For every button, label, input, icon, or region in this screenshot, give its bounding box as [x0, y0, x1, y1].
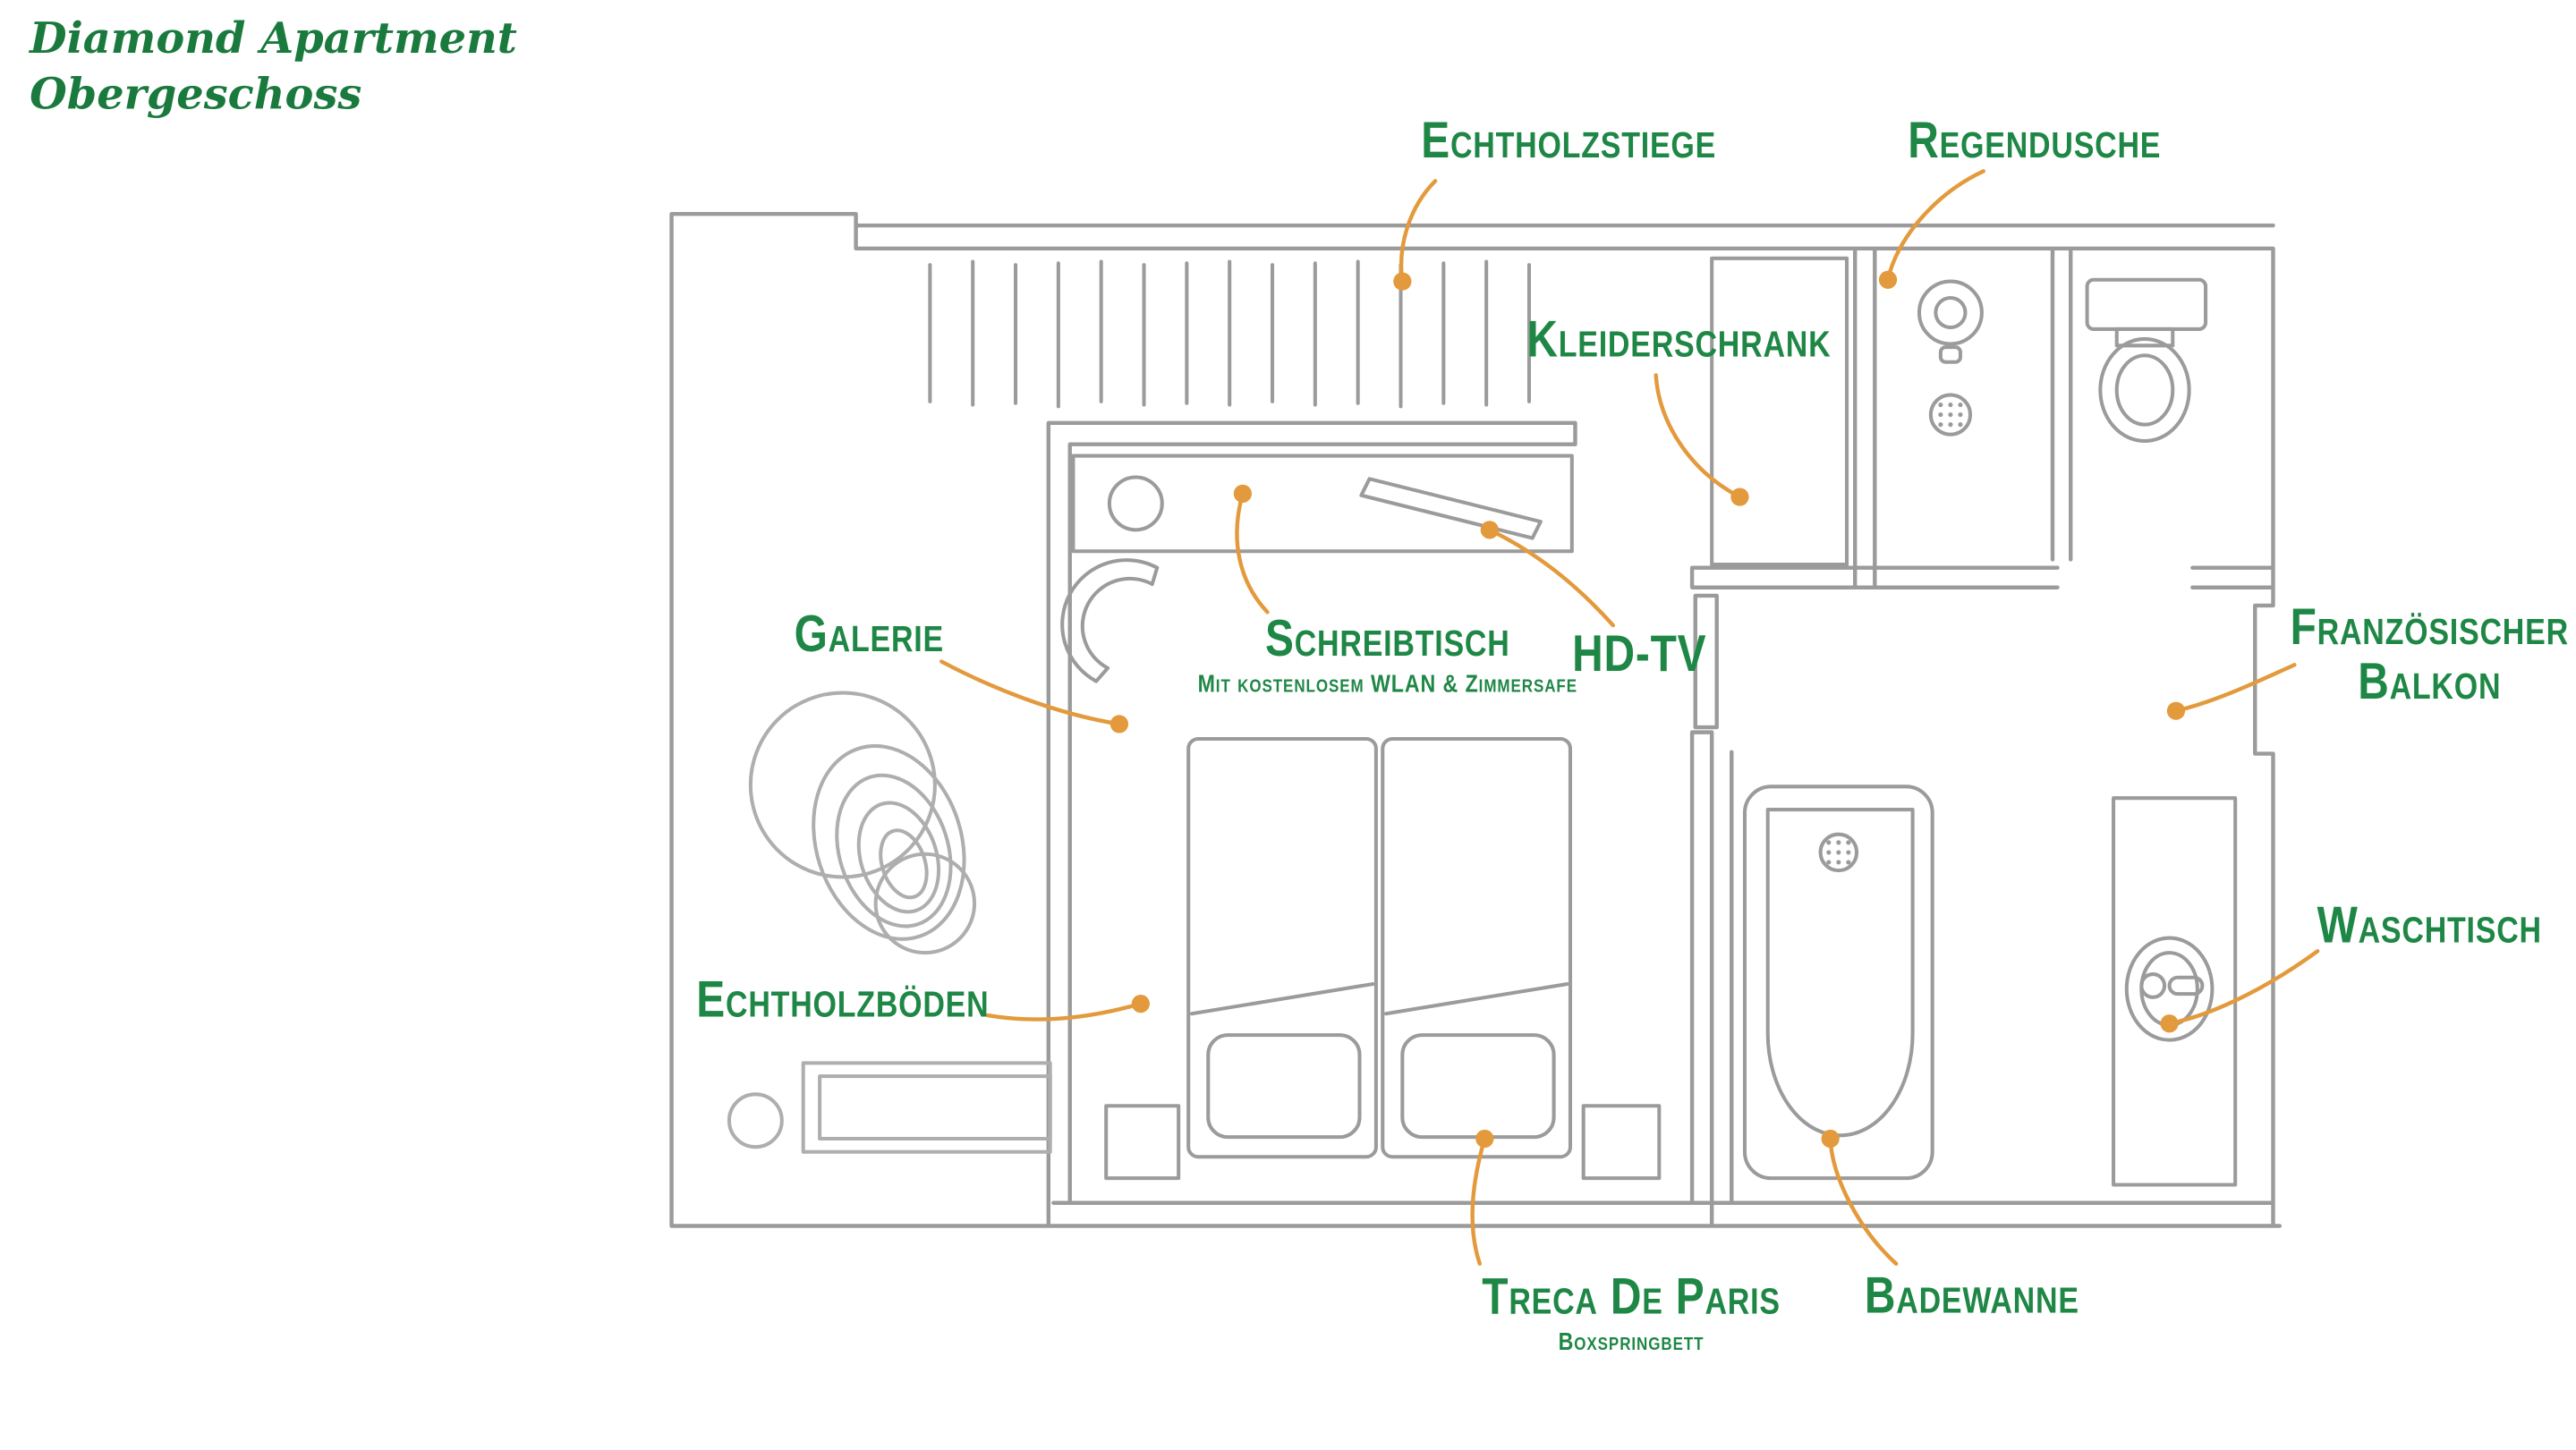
tv [1359, 477, 1543, 540]
bathtub [1742, 784, 1934, 1181]
label-balkon-line2: Balkon [2358, 651, 2502, 709]
bathtub-drain-dots [1826, 840, 1851, 865]
leader-badewanne [1828, 1136, 1899, 1267]
gallery-spiral-stair [748, 691, 977, 955]
dot-waschtisch [2160, 1014, 2179, 1033]
label-kleiderschrank-text: Kleiderschrank [1526, 310, 1832, 369]
label-echtholzstiege-text: Echtholzstiege [1421, 111, 1717, 169]
label-badewanne-text: Badewanne [1864, 1266, 2079, 1325]
dot-echtholzboeden [1131, 995, 1150, 1013]
leader-echtholzstiege [1399, 179, 1438, 284]
label-treca-subtitle: Boxspringbett [1558, 1327, 1705, 1356]
fixtures [727, 256, 2238, 1187]
leader-schreibtisch [1235, 491, 1270, 615]
annotation-leader-lines [939, 169, 2320, 1267]
nightstand-right [1581, 1104, 1662, 1181]
label-waschtisch: Waschtisch [2317, 896, 2542, 954]
leader-waschtisch [2167, 949, 2320, 1026]
desk [1071, 454, 1574, 554]
leader-treca [1470, 1136, 1487, 1267]
label-badewanne: Badewanne [1864, 1266, 2079, 1325]
leader-kleiderschrank [1654, 373, 1742, 499]
dot-treca [1475, 1129, 1494, 1149]
label-franzoesischer-balkon: Französischer Balkon [2290, 598, 2569, 709]
door-leaf [1693, 593, 1719, 730]
nightstand-left [1104, 1104, 1181, 1181]
label-schreibtisch: Schreibtisch Mit kostenlosem WLAN & Zimm… [1197, 609, 1578, 698]
label-regendusche-text: Regendusche [1908, 111, 2162, 169]
leader-echtholzboeden [985, 1001, 1143, 1022]
dot-badewanne [1821, 1129, 1840, 1149]
outer-and-inner-walls [669, 211, 2283, 1228]
toilet [2085, 277, 2208, 444]
dot-echtholzstiege [1393, 272, 1412, 291]
dot-schreibtisch [1233, 484, 1253, 503]
label-kleiderschrank: Kleiderschrank [1526, 310, 1832, 369]
dot-hdtv [1480, 521, 1499, 539]
label-treca-de-paris: Treca De Paris Boxspringbett [1482, 1268, 1781, 1356]
dot-balkon [2166, 701, 2186, 720]
desk-stool [1107, 475, 1164, 532]
label-hdtv: HD-TV [1572, 624, 1707, 683]
dot-regendusche [1878, 270, 1898, 289]
plan-title: Diamond Apartment Obergeschoss [30, 13, 517, 124]
dot-kleiderschrank [1730, 488, 1749, 506]
bench [727, 1061, 1052, 1154]
leader-hdtv [1487, 528, 1616, 628]
label-galerie-text: Galerie [794, 605, 944, 663]
label-schreibtisch-text: Schreibtisch [1265, 609, 1510, 667]
bed [1186, 736, 1573, 1159]
annotation-dots [1109, 270, 2186, 1149]
label-treca-text: Treca De Paris [1482, 1268, 1781, 1326]
staircase-treads [928, 259, 1532, 409]
label-schreibtisch-subtitle: Mit kostenlosem WLAN & Zimmersafe [1197, 669, 1578, 698]
label-echtholzboeden: Echtholzböden [696, 970, 990, 1029]
dot-galerie [1109, 715, 1129, 733]
chair [1060, 558, 1160, 683]
label-regendusche: Regendusche [1908, 114, 2161, 168]
shower-drain-dots [1938, 402, 1963, 428]
rain-shower [1917, 279, 1984, 437]
label-waschtisch-text: Waschtisch [2317, 896, 2542, 954]
plan-title-line1: Diamond Apartment [30, 14, 517, 64]
label-galerie: Galerie [794, 605, 944, 663]
label-echtholzboeden-text: Echtholzböden [696, 970, 990, 1029]
wardrobe [1710, 256, 1849, 567]
leader-regendusche [1885, 169, 1985, 282]
label-balkon-line1: Französischer [2290, 598, 2569, 656]
label-hdtv-text: HD-TV [1572, 624, 1707, 683]
leader-balkon [2173, 662, 2297, 713]
label-echtholzstiege: Echtholzstiege [1421, 114, 1716, 168]
plan-title-line2: Obergeschoss [30, 70, 362, 120]
walls [669, 211, 2283, 1228]
washbasin [2112, 796, 2238, 1187]
leader-galerie [939, 659, 1122, 726]
